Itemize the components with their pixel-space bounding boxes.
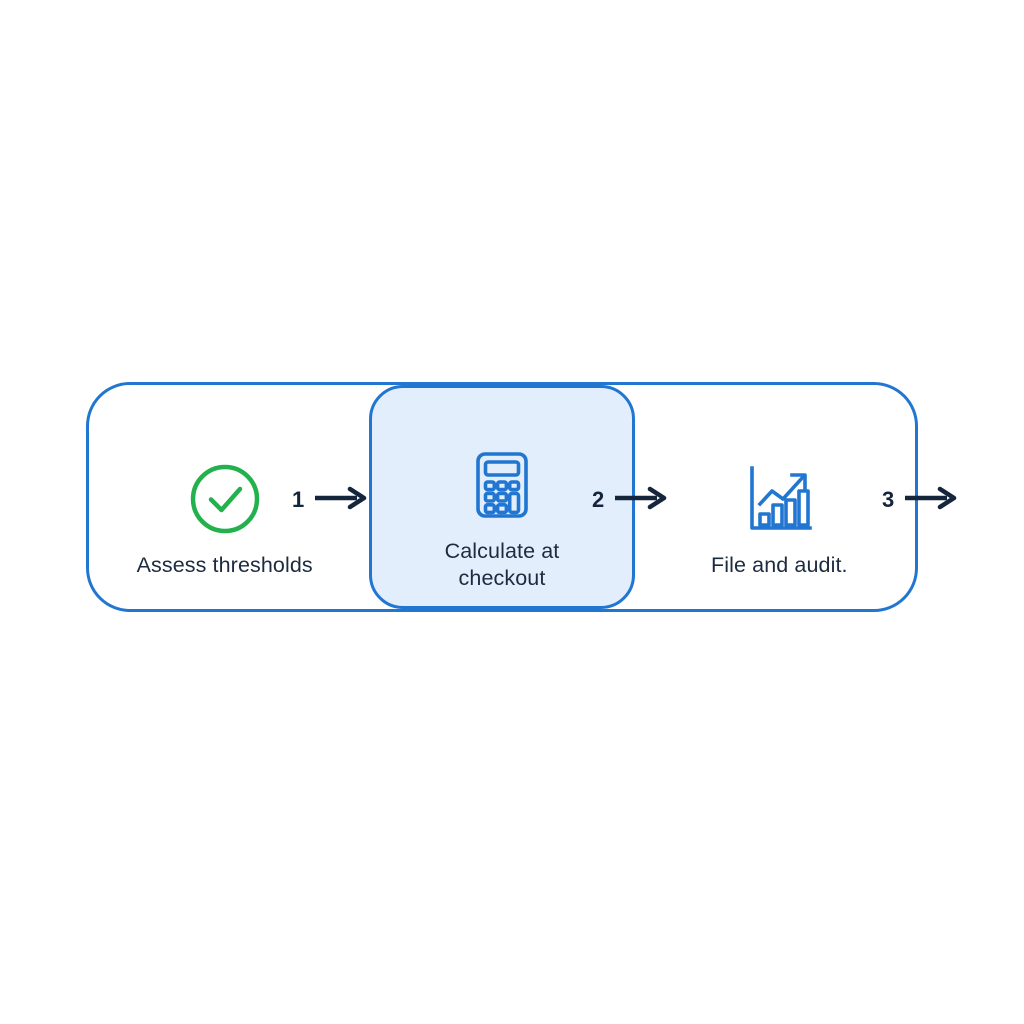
step-calculate-at-checkout[interactable]: Calculate at checkout	[363, 382, 640, 612]
connector-number: 1	[292, 487, 305, 512]
step-label: File and audit.	[711, 552, 848, 577]
step-content: Calculate at checkout	[363, 402, 640, 592]
bar-chart-growth-icon	[740, 460, 818, 538]
arrow-right-icon	[313, 485, 371, 516]
connector-number: 2	[592, 487, 605, 512]
connector-number: 3	[882, 487, 895, 512]
step-label: Assess thresholds	[136, 552, 313, 577]
step-file-and-audit[interactable]: File and audit.	[641, 382, 918, 612]
step-card-background-highlighted	[369, 385, 635, 609]
arrow-right-icon	[613, 485, 671, 516]
connector-3: 3	[882, 481, 961, 519]
connector-2: 2	[592, 481, 671, 519]
step-assess-thresholds[interactable]: Assess thresholds	[86, 382, 363, 612]
step-content: Assess thresholds	[86, 416, 363, 579]
connector-1: 1	[292, 481, 371, 519]
process-steps-row: Assess thresholds	[86, 382, 918, 612]
calculator-icon	[463, 446, 541, 524]
step-label: Calculate at checkout	[444, 539, 560, 590]
check-circle-icon	[186, 460, 264, 538]
arrow-right-icon	[903, 485, 961, 516]
step-content: File and audit.	[641, 416, 918, 579]
